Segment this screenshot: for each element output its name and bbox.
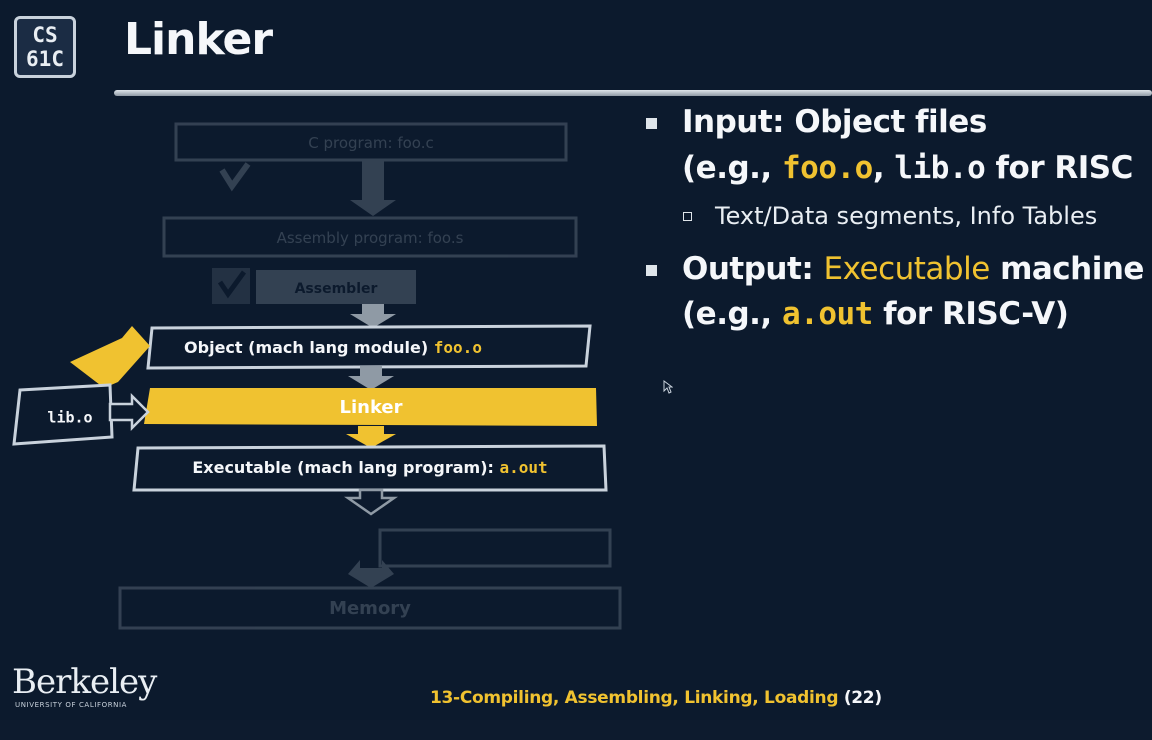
bullet-output-heading: Output: Executable machine c: [682, 251, 1152, 287]
cs61c-logo: CS 61C: [14, 16, 76, 78]
berkeley-logo-subtitle: UNIVERSITY OF CALIFORNIA: [15, 701, 128, 709]
text: machine c: [1000, 251, 1144, 287]
file-name: lib.o: [894, 150, 986, 186]
callout-arrow-icon: [70, 326, 150, 388]
executable-text: Executable (mach lang program):: [192, 458, 499, 477]
footer-course-title: 13-Compiling, Assembling, Linking, Loadi…: [430, 688, 882, 708]
down-arrow-icon: [348, 366, 394, 390]
faded-c-program-box: [174, 122, 568, 162]
object-file-name: foo.o: [434, 338, 482, 357]
faded-assembler-label: Assembler: [295, 281, 378, 297]
text: (e.g.,: [682, 150, 783, 186]
down-arrow-icon: [344, 488, 398, 516]
down-arrow-icon: [350, 160, 396, 216]
logo-line-1: CS: [32, 23, 58, 47]
bullet-marker: [646, 118, 657, 129]
linker-box: [144, 388, 597, 426]
faded-memory-label: Memory: [329, 598, 411, 619]
down-arrow-icon: [346, 426, 396, 448]
faded-c-program-label: C program: foo.c: [308, 134, 433, 152]
object-module-label: Object (mach lang module) foo.o: [184, 338, 482, 357]
lib-file-label: lib.o: [47, 409, 92, 427]
executable-label: Executable (mach lang program): a.out: [192, 458, 547, 477]
down-arrow-icon: [350, 304, 396, 328]
page-number: (22): [843, 688, 882, 708]
bullet-output-example: (e.g., a.out for RISC-V): [682, 296, 1069, 332]
faded-memory-box: [118, 586, 622, 630]
down-arrow-icon: [348, 560, 394, 588]
object-module-text: Object (mach lang module): [184, 338, 434, 357]
linker-label: Linker: [339, 397, 402, 418]
mouse-cursor-icon: [663, 380, 673, 394]
object-module-box: [146, 324, 592, 370]
checkmark-icon: [217, 270, 247, 299]
title-divider: [114, 90, 1152, 96]
slide: CS 61C Linker C program: foo.c Assembly …: [12, 14, 1152, 709]
text: Output:: [682, 251, 824, 287]
logo-line-2: 61C: [26, 47, 64, 71]
checkmark-icon: [219, 162, 251, 192]
faded-assembly-label: Assembly program: foo.s: [277, 229, 464, 247]
sub-bullet-segments: Text/Data segments, Info Tables: [715, 202, 1098, 230]
text: for RISC-V): [872, 296, 1069, 332]
file-name: foo.o: [782, 150, 873, 186]
text: ,: [872, 150, 895, 186]
bullet-marker: [646, 265, 657, 276]
right-arrow-icon: [108, 392, 150, 432]
file-name: a.out: [782, 296, 873, 332]
faded-stages: C program: foo.c Assembly program: foo.s…: [118, 122, 622, 630]
berkeley-logo: Berkeley: [12, 662, 157, 702]
compilation-diagram: C program: foo.c Assembly program: foo.s…: [12, 122, 622, 630]
faded-assembly-box: [162, 216, 578, 258]
executable-box: [132, 444, 608, 492]
bullet-input-example: (e.g., foo.o, lib.o for RISC: [682, 150, 1133, 186]
faded-loader-box: [378, 528, 612, 568]
highlight-text: Executable: [823, 251, 991, 287]
text: for RISC: [985, 150, 1134, 186]
check-box: [212, 268, 250, 304]
sub-bullet-marker: [683, 212, 692, 221]
faded-assembler-box: [256, 270, 416, 304]
slide-title: Linker: [124, 14, 273, 65]
lib-file-box: [12, 383, 114, 446]
course-title: 13-Compiling, Assembling, Linking, Loadi…: [430, 688, 844, 708]
executable-file-name: a.out: [499, 458, 547, 477]
text: (e.g.,: [682, 296, 783, 332]
bullet-input-heading: Input: Object files: [682, 104, 987, 140]
